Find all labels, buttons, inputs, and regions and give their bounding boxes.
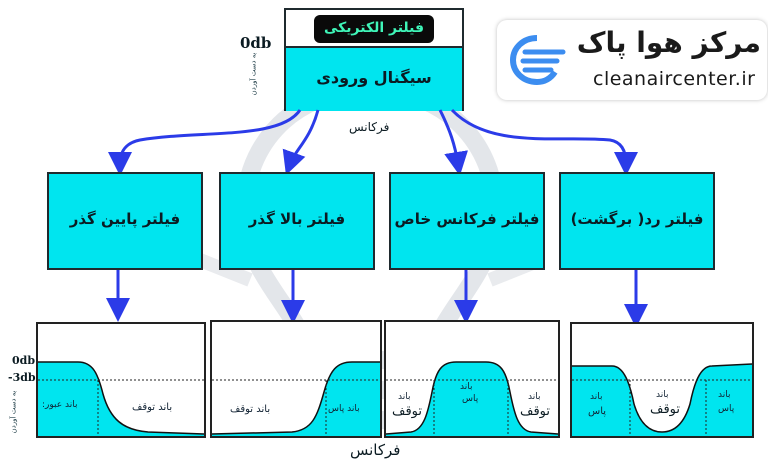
plot-level-0db: 0db — [12, 354, 36, 367]
input-title-text: فیلتر الکتریکی — [323, 20, 425, 36]
highpass-pass-band: باند پاس — [328, 404, 360, 414]
input-signal-fill — [286, 46, 462, 111]
input-signal-label: سیگنال ورودی — [316, 68, 432, 87]
logo-card: مرکز هوا پاک cleanaircenter.ir — [497, 20, 767, 100]
bandstop-pass-left-1: باند — [590, 392, 603, 402]
highpass-stop-band: باند توقف — [230, 404, 271, 415]
logo-url: cleanaircenter.ir — [593, 68, 756, 90]
input-title-badge: فیلتر الکتریکی — [314, 15, 434, 43]
bandpass-stop-right-1: باند — [528, 392, 541, 402]
filter-highpass-box: فیلتر بالا گذر — [219, 172, 375, 270]
input-signal-box: فیلتر الکتریکی سیگنال ورودی — [284, 8, 464, 111]
plot-level-3db: -3db — [8, 371, 36, 384]
bandpass-stop-left-1: باند — [398, 392, 411, 402]
lowpass-pass-band: باند عبور: — [42, 400, 78, 410]
plot-axis-horizontal: فرکانس — [350, 441, 401, 459]
filter-bandstop-box: فیلتر رد( برگشت) — [559, 172, 715, 270]
logo-name: مرکز هوا پاک — [576, 26, 761, 59]
arrow-to-bandpass — [438, 109, 468, 176]
arrow-to-lowpass — [108, 109, 302, 176]
logo-wind-icon — [509, 35, 566, 86]
bandstop-pass-right-2: پاس — [718, 404, 735, 414]
bandstop-pass-left-2: پاس — [588, 406, 607, 417]
plot-bandpass: باند توقف باند پاس باند توقف — [384, 320, 560, 438]
filter-lowpass-label: فیلتر پایین گذر — [69, 210, 181, 228]
plot-axis-vertical: به دست آوردن — [9, 390, 18, 434]
bandstop-stop-1: باند — [656, 390, 669, 400]
bandpass-pass-1: باند — [460, 382, 473, 392]
input-level-label: 0db — [240, 34, 272, 52]
filter-bandpass-box: فیلتر فرکانس خاص — [389, 172, 545, 270]
plot-lowpass: باند عبور: باند توقف — [36, 322, 206, 438]
bandpass-stop-right-2: توقف — [520, 404, 551, 419]
bandpass-stop-left-2: توقف — [392, 404, 423, 419]
plot-highpass: باند توقف باند پاس — [210, 320, 382, 438]
bandstop-stop-2: توقف — [650, 402, 681, 417]
bandpass-pass-2: پاس — [462, 394, 479, 404]
filter-lowpass-box: فیلتر پایین گذر — [47, 172, 203, 270]
filter-highpass-label: فیلتر بالا گذر — [248, 210, 346, 228]
filter-bandstop-label: فیلتر رد( برگشت) — [570, 210, 704, 228]
arrow-to-highpass — [282, 109, 320, 176]
lowpass-stop-band: باند توقف — [132, 402, 173, 413]
bandstop-pass-right-1: باند — [718, 390, 731, 400]
filter-bandpass-label: فیلتر فرکانس خاص — [394, 210, 540, 228]
plot-bandstop: باند پاس باند توقف باند پاس — [570, 322, 754, 438]
input-axis-horizontal: فرکانس — [349, 120, 390, 134]
arrow-to-bandstop — [450, 108, 638, 176]
